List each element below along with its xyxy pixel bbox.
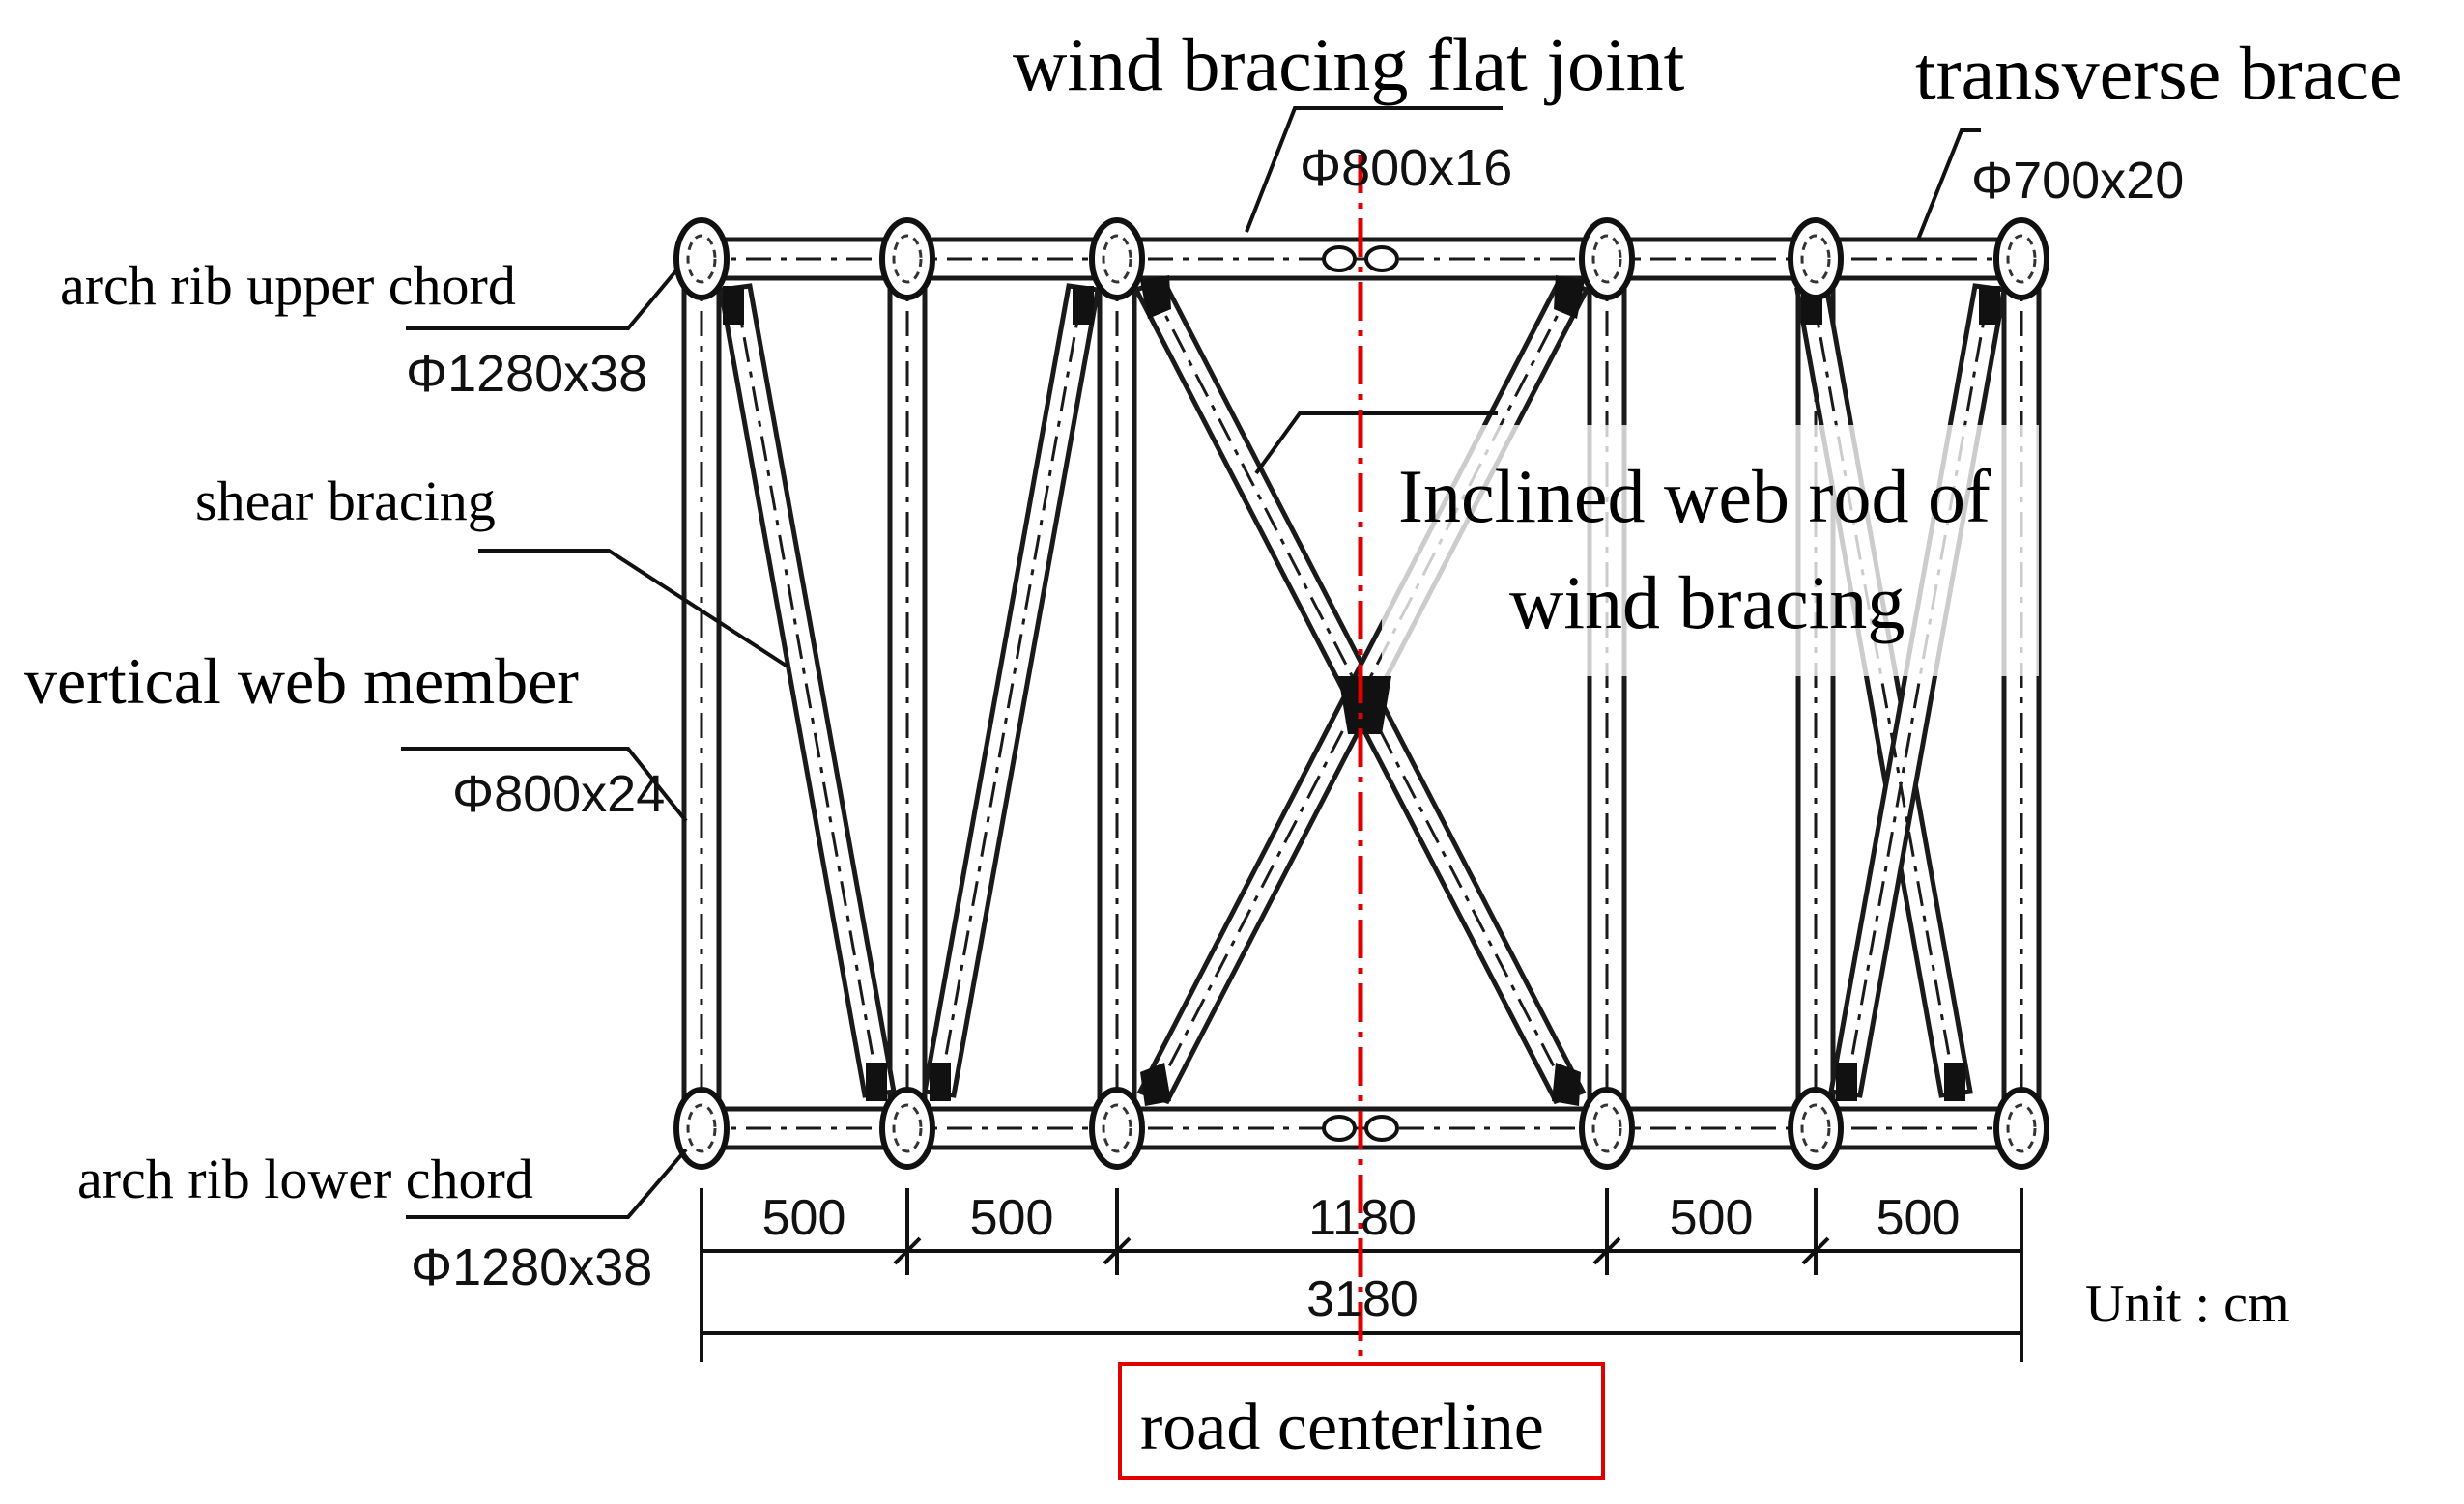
dim-segment-3: 1180 xyxy=(1308,1190,1417,1246)
label-inclined-web-rod-line1: Inclined web rod of xyxy=(1398,454,1991,538)
dim-segment-1: 500 xyxy=(762,1190,846,1246)
upper-chord-nodes xyxy=(673,217,2049,300)
label-backdrop xyxy=(1382,425,2039,676)
spec-wind-bracing: Φ800x16 xyxy=(1300,139,1512,197)
label-road-centerline: road centerline xyxy=(1140,1390,1544,1464)
dim-segment-4: 500 xyxy=(1670,1190,1754,1246)
spec-lower-chord: Φ1280x38 xyxy=(411,1238,652,1296)
joint-plate xyxy=(1140,275,1171,319)
joint-plate xyxy=(1140,1063,1171,1106)
label-unit: Unit : cm xyxy=(2085,1274,2290,1334)
label-arch-rib-upper-chord: arch rib upper chord xyxy=(60,254,516,317)
flat-joints xyxy=(1322,245,1399,1142)
dim-segment-5: 500 xyxy=(1877,1190,1961,1246)
joint-plate xyxy=(1552,1063,1581,1106)
label-vertical-web-member: vertical web member xyxy=(24,644,579,718)
label-inclined-web-rod-line2: wind bracing xyxy=(1509,560,1905,644)
spec-upper-chord: Φ1280x38 xyxy=(406,345,647,403)
joint-plate xyxy=(1554,275,1585,319)
spec-vertical-web: Φ800x24 xyxy=(452,765,665,823)
spec-transverse-brace: Φ700x20 xyxy=(1971,152,2184,210)
road-centerline-box xyxy=(1118,1362,1605,1480)
dim-total: 3180 xyxy=(1306,1271,1418,1327)
label-shear-bracing: shear bracing xyxy=(195,469,496,532)
leader-lines xyxy=(401,106,1981,1219)
label-transverse-brace: transverse brace xyxy=(1915,31,2403,115)
center-joint-plate xyxy=(1338,676,1391,734)
label-wind-bracing-flat-joint: wind bracing flat joint xyxy=(1013,22,1685,106)
lower-chord-nodes xyxy=(673,1087,2049,1170)
label-arch-rib-lower-chord: arch rib lower chord xyxy=(77,1148,533,1210)
dim-segment-2: 500 xyxy=(970,1190,1054,1246)
